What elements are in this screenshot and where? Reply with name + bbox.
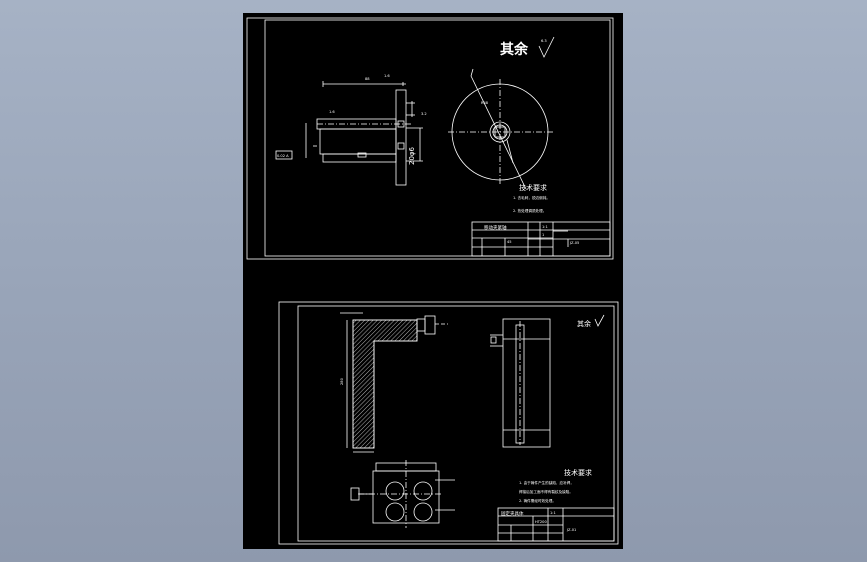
cad-viewport[interactable]: 其余 6.3 88 1.6 1.6 3 (243, 13, 623, 549)
datum-label: 0.02 A (277, 154, 289, 158)
fixture-front-view (490, 318, 551, 448)
tech-req-title-bottom: 技术要求 (564, 468, 592, 477)
height-dim-label: 280 (340, 377, 344, 385)
sheet-top-outer-border (246, 17, 614, 260)
roughness-symbol-bottom (594, 314, 605, 327)
dim-length-label: 88 (365, 77, 370, 81)
tech-req-item-bottom-1: 1. 由于铸件产生的缺陷，应补焊， (519, 480, 574, 485)
sheet-bottom-outer-border (278, 301, 619, 545)
scale-top: 1:1 (542, 225, 548, 229)
scale-bottom: 1:1 (550, 511, 556, 515)
radius-label: R48 (481, 101, 489, 105)
tech-req-item-bottom-3: 2. 铸件需经时效处理。 (519, 498, 556, 503)
shaft-side-view (275, 81, 423, 186)
sheet-id-bottom: JZ-01 (566, 528, 576, 532)
sheet-top-inner-border (264, 19, 611, 257)
roughness-note-top: 其余 (500, 41, 529, 58)
fixture-section-view (340, 312, 448, 453)
material-top: 45 (507, 240, 512, 244)
roughness-side-1: 1.6 (384, 74, 390, 78)
roughness-side-3: 3.2 (421, 112, 427, 116)
tech-req-item-top-1: 1. 去毛刺，锐边倒钝。 (513, 195, 550, 200)
sheet-bottom[interactable]: 280 其余 (278, 301, 619, 545)
disk-front-view (448, 68, 553, 190)
title-block-bottom (497, 507, 615, 542)
tech-req-title-top: 技术要求 (519, 183, 547, 192)
roughness-symbol-top (538, 36, 555, 58)
tech-req-item-bottom-2: 焊接后加工面不得有裂纹及缺陷。 (519, 489, 573, 494)
dim-diameter-label: 20φ6 (408, 146, 416, 165)
fixture-top-view (350, 460, 455, 528)
part-name-top: 移动夹紧轴 (484, 224, 507, 231)
title-block-top (471, 221, 611, 257)
sheet-id-top: JZ-05 (569, 241, 579, 245)
count-top: 1 (542, 233, 544, 237)
sheet-bottom-inner-border (297, 305, 615, 542)
part-name-bottom: 固定夹具体 (501, 510, 524, 517)
roughness-side-2: 1.6 (329, 110, 335, 114)
cad-drawing: 其余 6.3 88 1.6 1.6 3 (246, 17, 619, 545)
sheet-top[interactable]: 其余 6.3 88 1.6 1.6 3 (246, 17, 614, 260)
material-bottom: HT200 (535, 520, 547, 524)
roughness-note-bottom: 其余 (577, 319, 591, 328)
roughness-value-top: 6.3 (541, 39, 547, 43)
tech-req-item-top-2: 2. 热处理调质处理。 (513, 208, 546, 213)
